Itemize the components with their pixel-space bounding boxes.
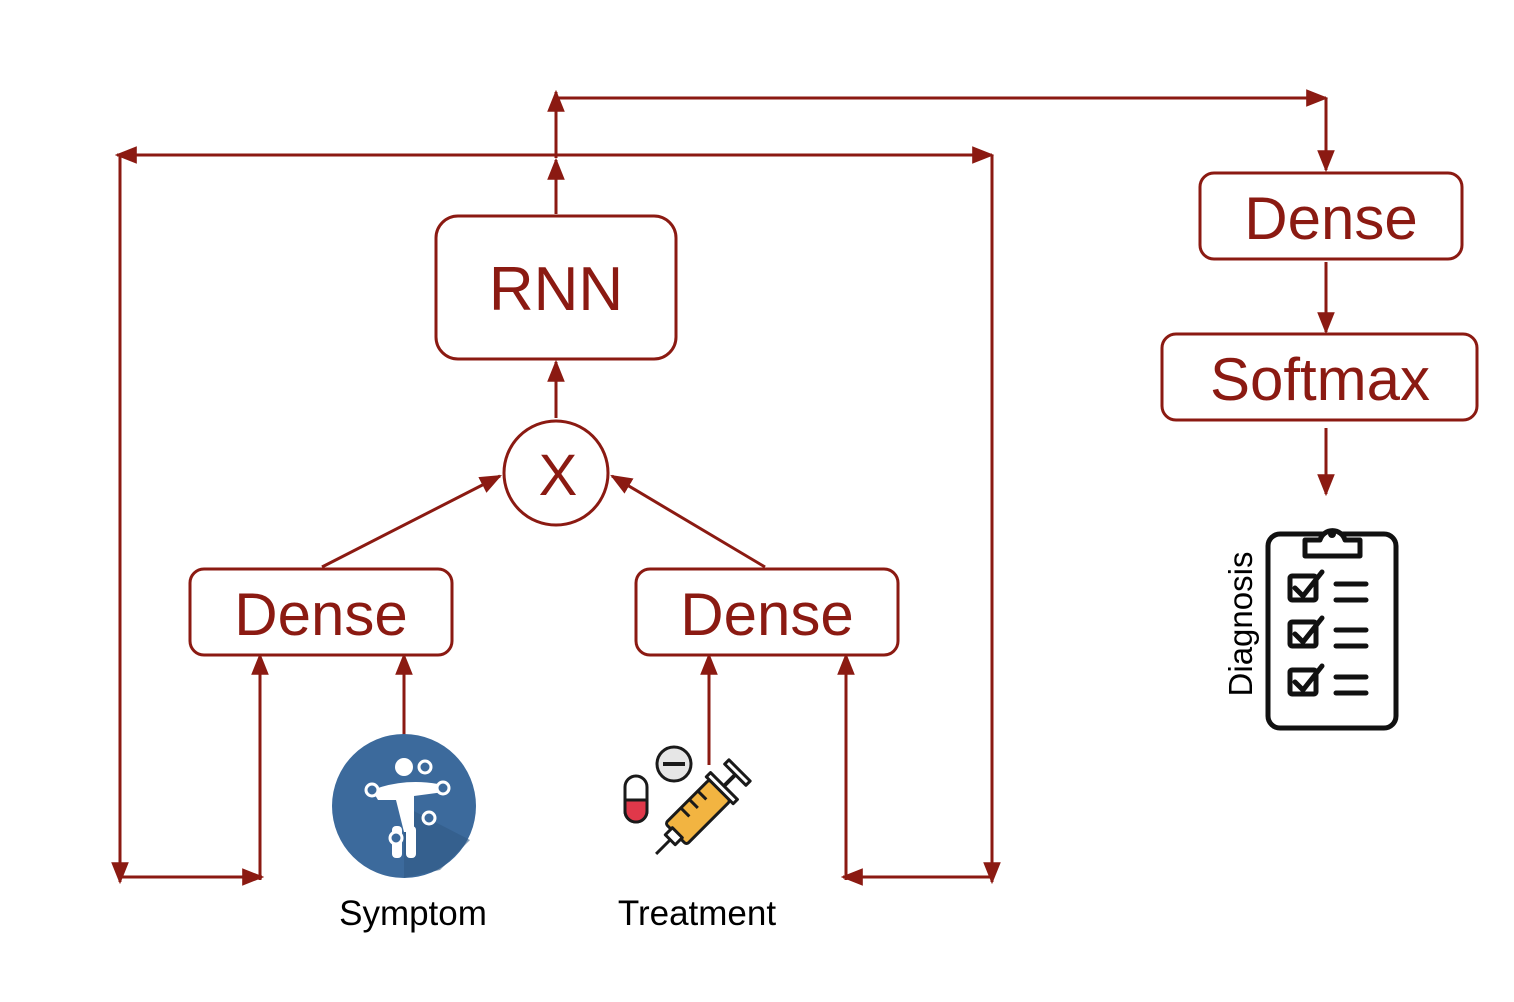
dense-output-label: Dense xyxy=(1244,185,1417,252)
rnn-label: RNN xyxy=(489,255,623,324)
diagnosis-caption: Diagnosis xyxy=(1222,552,1259,697)
human-body-symptom-icon xyxy=(332,734,476,878)
softmax-label: Softmax xyxy=(1210,346,1430,413)
multiply-node: X xyxy=(502,419,610,527)
pill-and-syringe-icon xyxy=(623,745,752,855)
treatment-caption: Treatment xyxy=(618,894,776,933)
arrow-dense-left-to-mult xyxy=(321,474,502,569)
softmax-node: Softmax xyxy=(1160,332,1479,422)
dense-right-node: Dense xyxy=(634,567,900,657)
connector-lines xyxy=(111,89,1335,886)
dense-output-node: Dense xyxy=(1198,171,1464,261)
dense-left-node: Dense xyxy=(188,567,454,657)
multiply-label: X xyxy=(539,443,578,508)
clipboard-checklist-icon xyxy=(1265,528,1399,731)
dense-right-label: Dense xyxy=(680,581,853,648)
arrow-dense-right-to-mult xyxy=(610,474,766,569)
symptom-caption: Symptom xyxy=(339,894,487,933)
dense-left-label: Dense xyxy=(234,581,407,648)
rnn-node: RNN xyxy=(434,214,678,361)
